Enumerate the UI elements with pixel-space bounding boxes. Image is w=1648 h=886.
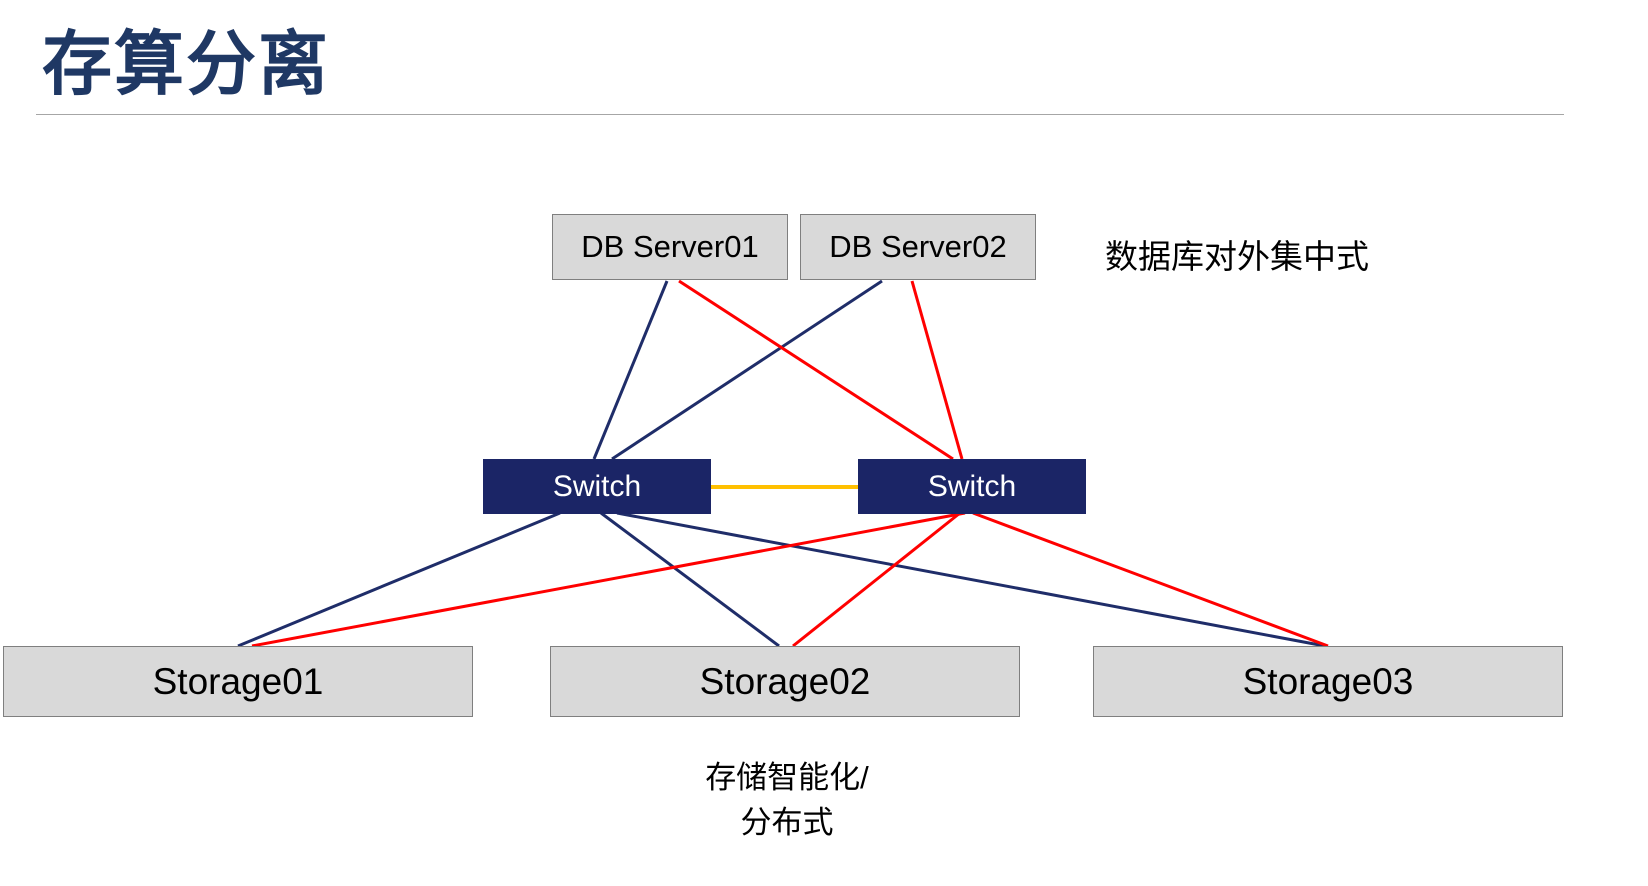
edge-switch-right-to-storage-02 — [792, 511, 961, 648]
node-switch-right: Switch — [858, 459, 1086, 514]
annotation-db-centralized: 数据库对外集中式 — [1105, 238, 1369, 275]
annotation-storage-intelligent: 存储智能化/ 分布式 — [637, 756, 937, 846]
annotation-storage-line1: 存储智能化/ — [705, 760, 869, 795]
edge-switch-left-to-storage-02 — [600, 511, 780, 648]
node-storage-01: Storage01 — [3, 646, 473, 717]
node-storage-02: Storage02 — [550, 646, 1020, 717]
node-switch-left: Switch — [483, 459, 711, 514]
edge-db-server-02-to-switch-left — [611, 279, 883, 461]
edge-db-server-02-to-switch-right — [910, 280, 964, 460]
node-storage-03: Storage03 — [1093, 646, 1563, 717]
edge-switch-left-to-storage-03 — [616, 511, 1326, 648]
page-title: 存算分离 — [42, 25, 330, 103]
node-db-server-01: DB Server01 — [552, 214, 788, 280]
edge-switch-right-to-storage-01 — [251, 511, 966, 648]
edge-db-server-01-to-switch-left — [592, 280, 669, 460]
node-db-server-02: DB Server02 — [800, 214, 1036, 280]
annotation-storage-line2: 分布式 — [740, 804, 834, 840]
edge-switch-right-to-storage-03 — [972, 511, 1329, 648]
edge-db-server-01-to-switch-right — [678, 279, 954, 461]
edge-switch-left-to-storage-01 — [237, 511, 561, 648]
title-divider — [36, 114, 1564, 115]
